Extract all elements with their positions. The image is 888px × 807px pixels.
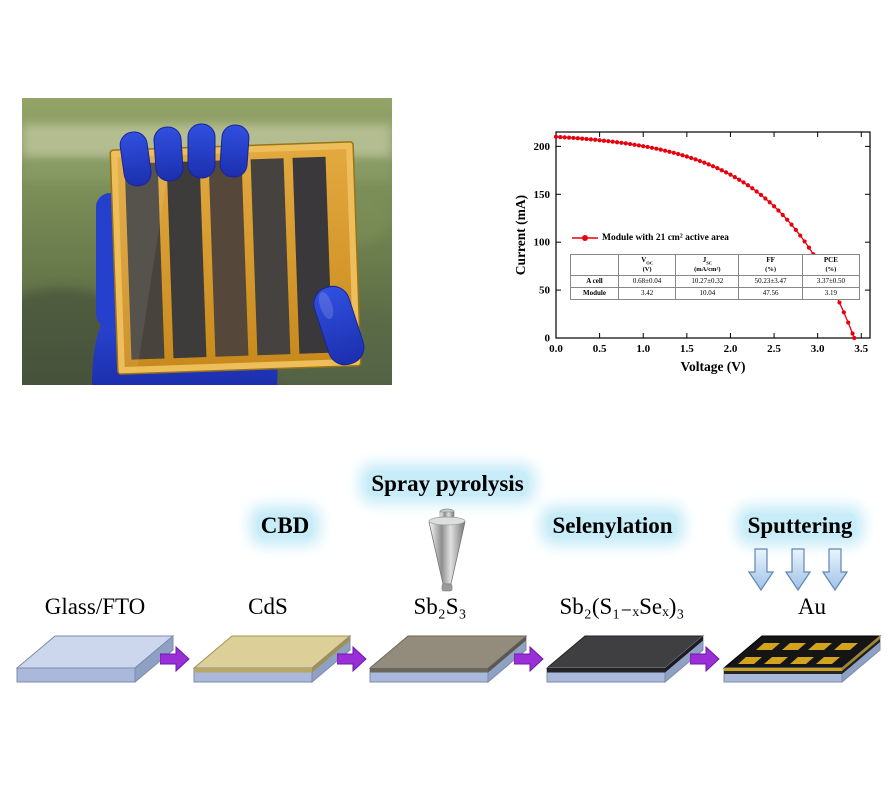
spray-nozzle-icon — [428, 508, 466, 592]
slab-au — [722, 634, 882, 684]
down-arrow-icon — [822, 548, 848, 592]
svg-text:1.0: 1.0 — [636, 343, 650, 355]
table-row-module: Module 3.42 10.04 47.56 3.19 — [570, 286, 861, 300]
table-row-cell: A cell 0.68±0.04 10.27±0.32 50.23±3.47 3… — [570, 275, 861, 288]
table-header-ff: FF(%) — [738, 253, 803, 277]
svg-text:3.0: 3.0 — [811, 343, 825, 355]
process-step-arrow-icon — [690, 646, 720, 672]
method-label-selenylation: Selenylation — [530, 512, 695, 540]
table-row-label: A cell — [570, 275, 619, 288]
step-label-sb2s3: Sb₂S₃ — [413, 594, 467, 619]
step-label-cds: CdS — [248, 594, 288, 619]
table-header-voc: VOC(V) — [617, 253, 677, 277]
svg-text:0.5: 0.5 — [593, 343, 607, 355]
table-corner-cell — [570, 253, 619, 277]
table-header-pce: PCE(%) — [801, 253, 861, 277]
table-cell: 47.56 — [738, 286, 803, 300]
slab-cds — [192, 634, 352, 684]
sputtering-arrows — [748, 548, 848, 592]
x-axis-label: Voltage (V) — [680, 359, 746, 374]
method-label-cbd: CBD — [225, 512, 345, 540]
table-cell: 50.23±3.47 — [738, 275, 803, 288]
svg-text:2.0: 2.0 — [724, 343, 738, 355]
slab-glass-fto — [15, 634, 175, 684]
svg-text:50: 50 — [539, 285, 551, 297]
svg-text:100: 100 — [534, 237, 551, 249]
table-cell: 10.04 — [675, 286, 740, 300]
gold-contact-pads — [738, 643, 858, 664]
table-cell: 3.37±0.50 — [801, 275, 861, 288]
process-diagram: Spray pyrolysis CBD Selenylation Sputter… — [0, 460, 888, 730]
y-axis-label: Current (mA) — [513, 194, 528, 276]
module-photo-panel — [0, 98, 432, 408]
chart-legend: Module with 21 cm² active area — [572, 233, 729, 243]
svg-text:0: 0 — [545, 333, 551, 345]
method-label-sputtering: Sputtering — [725, 512, 875, 540]
step-label-glass-fto: Glass/FTO — [44, 594, 146, 619]
legend-marker-icon — [572, 235, 598, 241]
table-row-label: Module — [570, 286, 619, 300]
svg-text:3.5: 3.5 — [854, 343, 868, 355]
svg-text:200: 200 — [534, 141, 551, 153]
method-label-spray-pyrolysis: Spray pyrolysis — [330, 470, 565, 498]
svg-text:150: 150 — [534, 189, 551, 201]
slab-sb2s3 — [368, 634, 528, 684]
slab-sb2sse3 — [545, 634, 705, 684]
table-header-jsc: JSC(mA/cm²) — [675, 253, 740, 277]
module-photo — [0, 98, 432, 408]
svg-text:1.5: 1.5 — [680, 343, 694, 355]
glove-thumb — [313, 285, 365, 366]
down-arrow-icon — [785, 548, 811, 592]
glove-fingertips — [119, 123, 250, 187]
table-cell: 3.42 — [617, 286, 677, 300]
legend-label: Module with 21 cm² active area — [602, 233, 729, 243]
iv-chart-panel: 0.0 0.5 1.0 1.5 2.0 2.5 3.0 3.5 0 50 100 150 200 Cur… — [512, 112, 884, 384]
svg-text:2.5: 2.5 — [767, 343, 781, 355]
process-step-arrow-icon — [337, 646, 367, 672]
process-step-arrow-icon — [514, 646, 544, 672]
step-label-au: Au — [797, 594, 827, 619]
process-step-arrow-icon — [160, 646, 190, 672]
down-arrow-icon — [748, 548, 774, 592]
iv-chart-plot: 0.0 0.5 1.0 1.5 2.0 2.5 3.0 3.5 0 50 100 150 200 — [534, 131, 871, 355]
chart-inset-table: VOC(V) JSC(mA/cm²) FF(%) PCE(%) A cell 0… — [570, 253, 861, 300]
svg-text:0.0: 0.0 — [549, 343, 563, 355]
step-label-sb2sse3: Sb₂(S₁₋ₓSeₓ)₃ — [559, 594, 685, 619]
table-cell: 0.68±0.04 — [617, 275, 677, 288]
table-cell: 10.27±0.32 — [675, 275, 740, 288]
table-cell: 3.19 — [801, 286, 861, 300]
